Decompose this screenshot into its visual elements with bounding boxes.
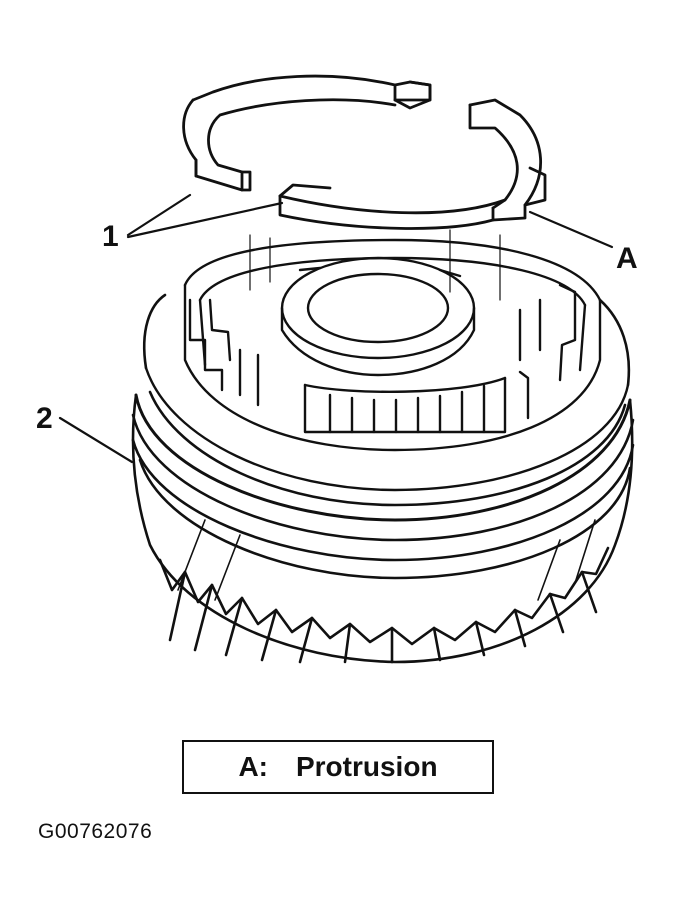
callout-a-label: A (616, 242, 638, 275)
helical-gear (131, 293, 635, 664)
figure-id: G00762076 (38, 820, 153, 843)
leader-lines (58, 193, 614, 464)
callout-1-label: 1 (102, 220, 119, 253)
callout-2-label: 2 (36, 402, 53, 435)
clutch-hub (183, 229, 602, 452)
snap-ring-halves (182, 74, 547, 230)
legend-description: Protrusion (295, 751, 438, 782)
legend-box: A: Protrusion (182, 740, 494, 794)
legend-key: A: (238, 751, 268, 782)
